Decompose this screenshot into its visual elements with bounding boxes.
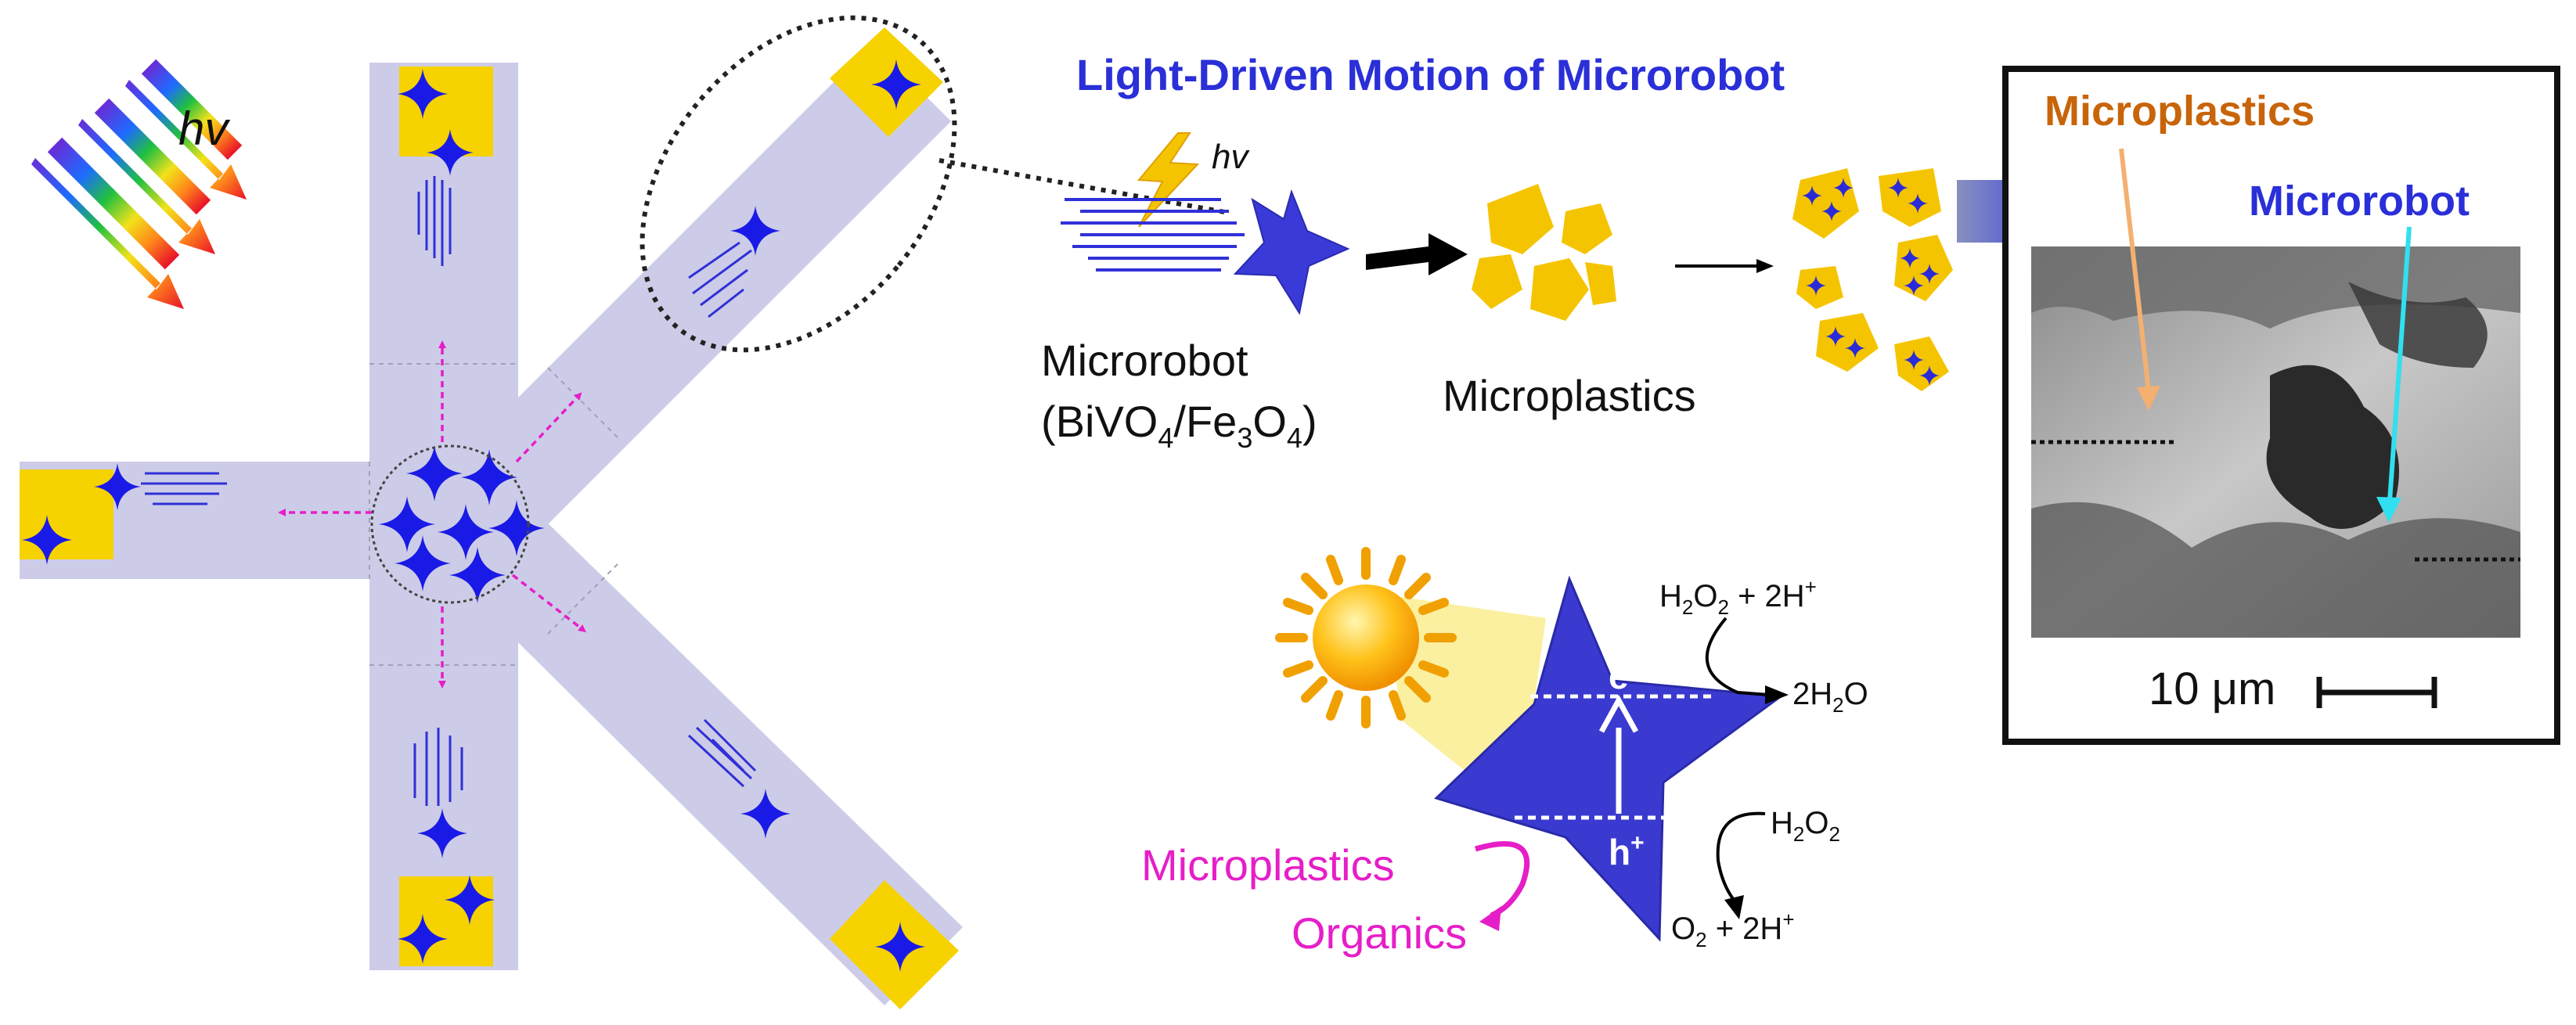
h2o2-2h-label: H2O2 + 2H+ <box>1659 575 1817 619</box>
micrograph-microplastics-label: Microplastics <box>2045 88 2315 135</box>
hole-label: h+ <box>1609 830 1645 872</box>
micrograph-microrobot-label: Microrobot <box>2249 178 2470 225</box>
microrobot-formula: (BiVO4/Fe3O4) <box>1041 397 1317 454</box>
microrobot-star <box>1233 189 1350 315</box>
electron-label: e− <box>1609 654 1642 696</box>
light-label: hv <box>178 102 230 155</box>
channels <box>20 43 963 1005</box>
photocatalyst-star <box>1434 575 1785 942</box>
sun-icon <box>1275 547 1457 728</box>
zoom-connector <box>939 158 1230 215</box>
pollutant-organics: Organics <box>1292 908 1467 958</box>
oxidation-arrow <box>1716 811 1766 901</box>
zoom-ellipse <box>639 15 957 353</box>
dispersal-arrows <box>278 340 586 689</box>
reduction-arrow <box>1705 617 1770 696</box>
pollutant-microplastics: Microplastics <box>1141 840 1395 890</box>
o2-2h-label: O2 + 2H+ <box>1671 908 1795 951</box>
motion-trails <box>141 176 757 806</box>
microrobot-trail <box>1061 198 1245 272</box>
h2o2-label: H2O2 <box>1771 806 1840 846</box>
water-label: 2H2O <box>1792 677 1868 717</box>
lightning-hv-label: hv <box>1212 138 1250 176</box>
microplastics-pointer <box>2119 148 2151 392</box>
pollutant-arrow <box>1475 840 1530 931</box>
lightning-icon <box>1137 132 1200 228</box>
microrobot-name: Microrobot <box>1041 336 1248 385</box>
microrobot-pointer <box>2387 226 2412 502</box>
microplastic-fragments <box>1472 184 1616 321</box>
process-arrow-thick <box>1366 233 1468 275</box>
diagram-title: Light-Driven Motion of Microrobot <box>1076 50 1785 99</box>
scale-bar-label: 10 μm <box>2149 664 2275 714</box>
light-arrows <box>31 59 247 309</box>
scale-bar <box>2316 677 2437 708</box>
microplastics-label: Microplastics <box>1443 371 1696 420</box>
degraded-fragments <box>1792 168 1953 391</box>
loading-zone <box>370 444 530 604</box>
micrograph-image <box>2031 246 2520 638</box>
